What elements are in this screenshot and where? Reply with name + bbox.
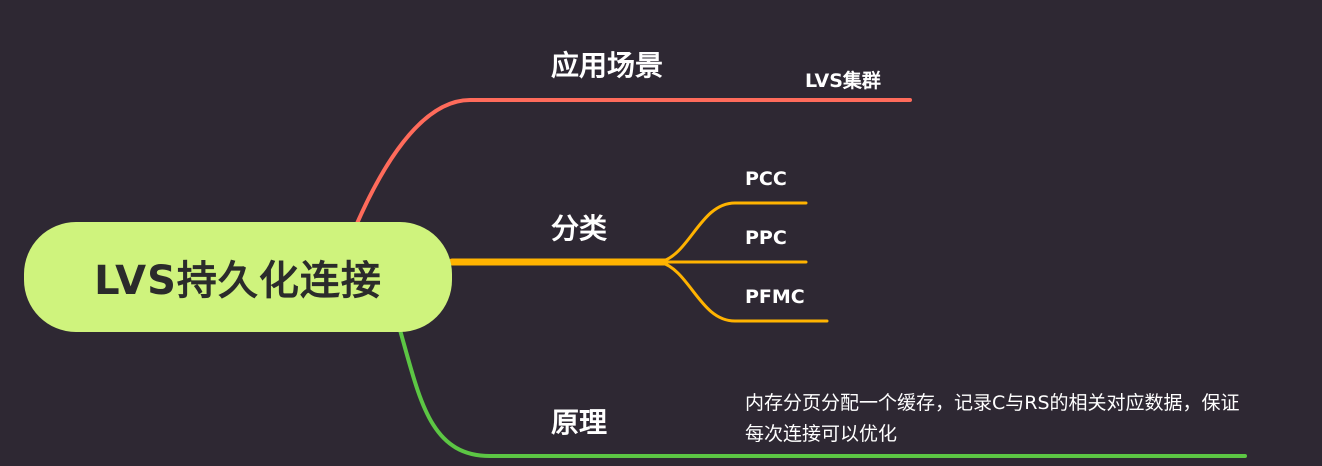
branch-label-principle[interactable]: 原理 bbox=[551, 406, 608, 439]
leaf-label-ppc[interactable]: PPC bbox=[745, 227, 787, 249]
branch-line-scenario bbox=[353, 98, 912, 230]
branch-line-principle bbox=[398, 328, 1247, 458]
leaf-label-pcc[interactable]: PCC bbox=[745, 168, 787, 190]
leaf-line-pfmc bbox=[658, 260, 829, 323]
branch-label-category[interactable]: 分类 bbox=[551, 212, 608, 245]
leaf-label-lvs-cluster[interactable]: LVS集群 bbox=[805, 70, 881, 92]
root-label: LVS持久化连接 bbox=[94, 258, 382, 304]
leaf-label-pfmc[interactable]: PFMC bbox=[745, 286, 805, 308]
branch-label-scenario[interactable]: 应用场景 bbox=[551, 49, 664, 82]
leaf-label-principle-note[interactable]: 内存分页分配一个缓存，记录C与RS的相关对应数据，保证每次连接可以优化 bbox=[745, 392, 1240, 445]
root-node[interactable]: LVS持久化连接 bbox=[24, 222, 452, 332]
leaf-line-pcc bbox=[658, 201, 808, 264]
